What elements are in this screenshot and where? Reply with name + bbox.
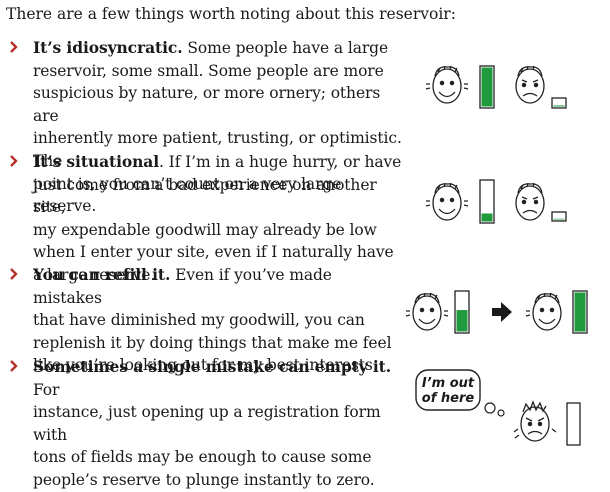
happy-face-icon: [525, 292, 562, 331]
item-text: You can refill it. Even if you’ve made m…: [33, 265, 392, 375]
item-title: Sometimes a single mistake can empty it.: [33, 357, 392, 376]
illustration-reservoir-situational: [425, 179, 567, 224]
chevron-right-icon: [10, 41, 18, 53]
happy-face-icon: [425, 65, 469, 104]
item-title: You can refill it.: [33, 265, 171, 284]
illustration-reservoir-empty: I’m out of here: [415, 369, 581, 446]
speech-bubble-line: I’m out: [422, 376, 475, 391]
reservoir-gauge: [566, 402, 581, 446]
chevron-right-icon: [10, 268, 18, 280]
happy-face-icon: [405, 292, 449, 331]
speech-bubble-line: of here: [422, 391, 475, 406]
reservoir-gauge-fill: [553, 218, 565, 220]
chevron-right-icon: [10, 360, 18, 372]
reservoir-gauge: [551, 97, 567, 109]
item-text: It’s idiosyncratic. Some people have a l…: [33, 38, 402, 216]
reservoir-gauge-fill: [553, 105, 565, 107]
reservoir-gauge: [454, 290, 470, 334]
chevron-right-icon: [10, 155, 18, 167]
reservoir-gauge: [479, 65, 495, 109]
reservoir-gauge-fill: [481, 67, 493, 107]
item-title: It’s situational: [33, 152, 160, 171]
speech-bubble: [415, 369, 481, 411]
reservoir-gauge-fill: [481, 213, 493, 222]
angry-face-icon: [513, 400, 557, 442]
arrow-right-icon: [492, 302, 512, 322]
item-text: Sometimes a single mistake can empty it.…: [33, 357, 392, 489]
worried-face-icon: [515, 65, 545, 104]
item-title: It’s idiosyncratic.: [33, 38, 183, 57]
worried-face-icon: [515, 182, 545, 221]
happy-face-icon: [425, 182, 469, 221]
intro-text: There are a few things worth noting abou…: [6, 5, 456, 23]
item-text: It’s situational. If I’m in a huge hurry…: [33, 152, 402, 284]
reservoir-gauge: [572, 290, 588, 334]
illustration-reservoir-idiosyncratic: [425, 65, 567, 109]
reservoir-gauge-fill: [574, 292, 586, 332]
reservoir-gauge: [479, 179, 495, 224]
reservoir-gauge: [551, 211, 567, 222]
illustration-reservoir-refill: [405, 290, 588, 334]
reservoir-gauge-fill: [456, 310, 468, 332]
